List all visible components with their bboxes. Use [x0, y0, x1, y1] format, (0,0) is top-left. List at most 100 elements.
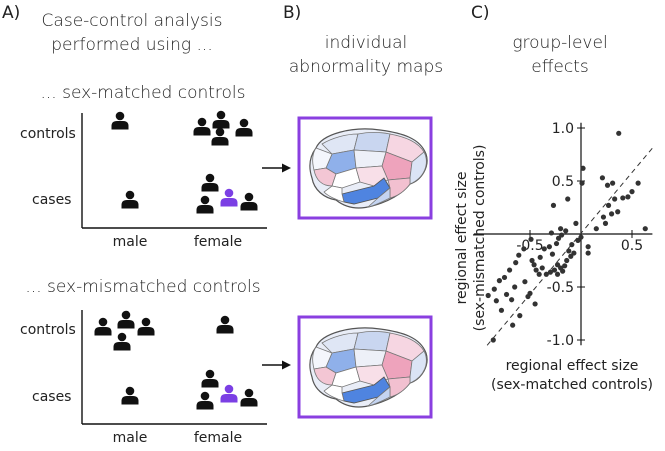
- scatter-point: [553, 240, 560, 247]
- scatter-point: [503, 291, 510, 298]
- scatter-point: [551, 267, 558, 273]
- scatter-point: [566, 248, 572, 254]
- y-tick-label: -1.0: [547, 333, 574, 349]
- scatter-point: [604, 182, 611, 188]
- scatter-point: [580, 165, 586, 171]
- scatter-point: [501, 274, 508, 281]
- scatter-point: [609, 211, 615, 217]
- scatter-point: [579, 180, 585, 186]
- scatter-point: [512, 284, 518, 290]
- y-tick-label: -0.5: [547, 280, 574, 296]
- scatter-point: [507, 267, 513, 273]
- abnormality-map-sex-mismatched: [297, 315, 433, 419]
- x-axis-label-line1: regional effect size: [506, 358, 639, 374]
- row-label-cases: cases: [32, 192, 71, 208]
- person-icon: [201, 369, 219, 388]
- section-sex-mismatched: ... sex-mismatched controls controls cas…: [20, 277, 267, 446]
- panel-b-title-line1: individual: [325, 33, 408, 53]
- person-icon: [113, 332, 131, 351]
- scatter-point: [610, 180, 616, 186]
- scatter-point: [490, 337, 496, 343]
- scatter-point: [585, 250, 591, 256]
- person-icon-highlighted: [220, 188, 238, 207]
- section-title-sex-matched: ... sex-matched controls: [40, 83, 245, 103]
- person-icon: [201, 173, 219, 192]
- scatter-point: [573, 220, 579, 226]
- person-icon: [94, 317, 112, 336]
- person-icon: [121, 386, 139, 405]
- person-icon: [121, 190, 139, 209]
- scatter-point: [521, 246, 527, 252]
- scatter-point: [554, 262, 561, 268]
- scatter-point: [565, 196, 571, 202]
- scatter-point: [569, 242, 575, 248]
- scatter-point: [615, 209, 621, 215]
- y-axis-label-line1: regional effect size: [454, 172, 470, 305]
- scatter-point: [612, 196, 618, 202]
- panel-b-label: B): [283, 3, 301, 23]
- scatter-point: [642, 226, 648, 232]
- right-arrow-icon: [262, 360, 291, 370]
- person-icon: [212, 110, 230, 129]
- row-label-controls: controls: [20, 126, 76, 142]
- scatter-point: [629, 189, 635, 195]
- scatter-point: [562, 263, 568, 269]
- scatter-point: [559, 232, 565, 238]
- scatter-point: [549, 251, 556, 257]
- x-tick-label: 0.5: [621, 238, 643, 254]
- scatter-point: [513, 260, 519, 266]
- scatter-point: [602, 220, 609, 226]
- panel-b-title-line2: abnormality maps: [289, 57, 443, 77]
- person-icon: [111, 111, 129, 130]
- scatter-point: [547, 269, 554, 275]
- scatter-point: [485, 292, 491, 299]
- scatter-point: [564, 257, 570, 264]
- scatter-point: [522, 279, 528, 285]
- scatter-point: [491, 286, 497, 292]
- scatter-point: [563, 228, 569, 234]
- identity-line: [486, 147, 653, 346]
- person-icon: [216, 315, 234, 334]
- scatter-point: [600, 214, 607, 220]
- person-icon: [196, 391, 214, 410]
- row-label-cases: cases: [32, 389, 71, 405]
- section-sex-matched: ... sex-matched controls controls cases …: [20, 83, 267, 250]
- scatter-point: [509, 297, 515, 303]
- person-icon: [196, 195, 214, 214]
- person-icon: [193, 117, 211, 136]
- scatter-point: [529, 257, 535, 264]
- right-arrow-icon: [262, 163, 291, 173]
- person-icon: [137, 317, 155, 336]
- scatter-point: [510, 322, 516, 328]
- scatter-point: [616, 130, 622, 136]
- person-icon: [211, 127, 229, 146]
- scatter-point: [554, 271, 561, 277]
- abnormality-map-sex-matched: [297, 116, 433, 220]
- scatter-point: [599, 175, 606, 181]
- scatter-point: [548, 230, 555, 236]
- person-icon: [117, 310, 135, 329]
- scatter-point: [496, 278, 502, 284]
- y-tick-label: 0.5: [552, 174, 574, 190]
- col-label-female: female: [194, 234, 242, 250]
- panel-c-label: C): [471, 3, 490, 23]
- person-icon-highlighted: [220, 384, 238, 403]
- scatter-point: [498, 307, 505, 313]
- scatter-point: [620, 195, 626, 201]
- scatter-point: [525, 293, 531, 300]
- col-label-female: female: [194, 430, 242, 446]
- col-label-male: male: [113, 234, 148, 250]
- person-icon: [240, 192, 258, 211]
- scatter-point: [546, 244, 552, 250]
- person-icon: [240, 388, 258, 407]
- scatter-point: [585, 244, 591, 250]
- scatter-point: [537, 254, 543, 260]
- section-title-sex-mismatched: ... sex-mismatched controls: [25, 277, 260, 297]
- panel-c-title-line2: effects: [531, 57, 589, 77]
- scatter-point: [543, 271, 549, 277]
- scatter-point: [533, 267, 539, 273]
- x-axis-label-line2: (sex-matched controls): [491, 377, 653, 393]
- scatter-point: [605, 202, 612, 208]
- scatter-point: [635, 180, 641, 186]
